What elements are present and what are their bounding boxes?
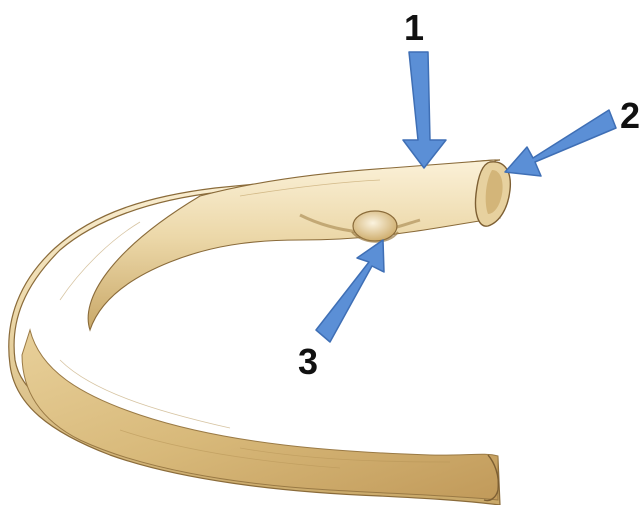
arrow-1-shape <box>403 52 446 168</box>
rib-shaft-inner-face <box>22 330 498 500</box>
callout-label-3: 3 <box>298 341 318 382</box>
callout-label-2: 2 <box>620 95 640 136</box>
arrow-2-shape <box>505 110 616 176</box>
arrow-3 <box>316 240 384 342</box>
arrow-3-shape <box>316 240 384 342</box>
rib-bone <box>9 160 511 505</box>
rib-neck <box>88 160 500 330</box>
arrow-2 <box>505 110 616 176</box>
arrow-1 <box>403 52 446 168</box>
callout-label-1: 1 <box>404 7 424 48</box>
rib-tubercle <box>353 211 397 241</box>
